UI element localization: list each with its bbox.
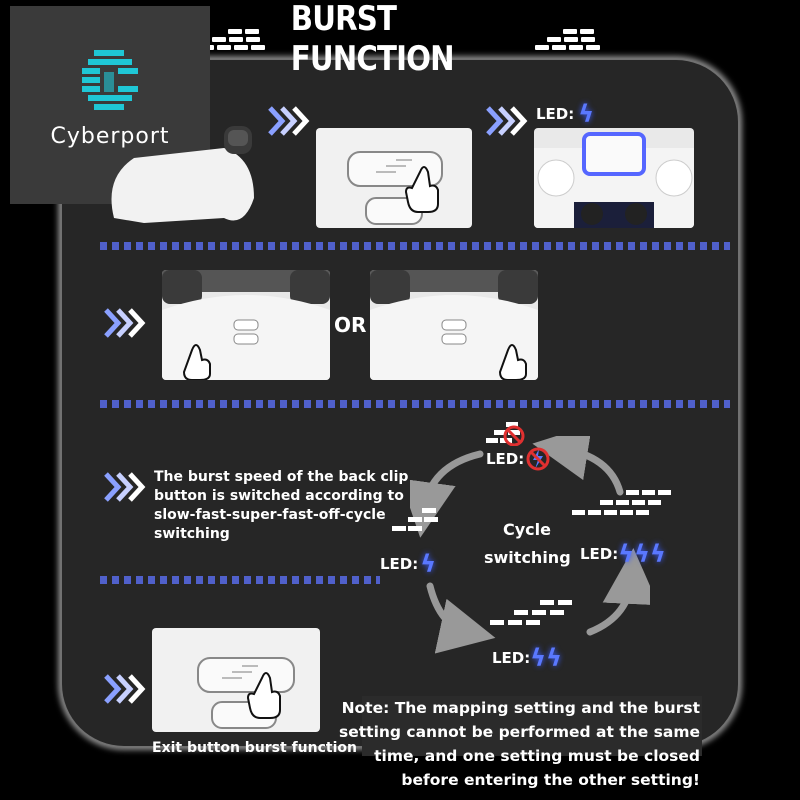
- back-left-card: [162, 270, 330, 380]
- step1-led: LED: ϟ: [536, 100, 594, 128]
- page-title: BURST FUNCTION: [290, 0, 455, 79]
- step-divider: [100, 576, 380, 584]
- step1-arrow-icon: [268, 104, 312, 138]
- step-divider: [100, 400, 730, 408]
- step1-arrow2-icon: [486, 104, 530, 138]
- led-label: LED:: [380, 555, 419, 573]
- back-buttons-card: [316, 128, 472, 228]
- lightning-bolt-icon: ϟ: [634, 540, 650, 568]
- controller-back-image: [111, 126, 254, 223]
- led-label: LED:: [536, 105, 575, 123]
- exit-button-card: [152, 628, 320, 732]
- cycle-arrows: [410, 436, 650, 654]
- cyberport-c-logo-icon: [82, 50, 138, 110]
- note-text: Note: The mapping setting and the burst …: [339, 699, 700, 789]
- fast-dashes: [490, 600, 572, 625]
- led-label: LED:: [486, 450, 525, 468]
- exit-button-press-image: [197, 657, 295, 729]
- step4-arrow-icon: [104, 672, 148, 706]
- led-label: LED:: [492, 649, 531, 667]
- led-fast: LED: ϟ ϟ: [492, 644, 562, 672]
- step2-arrow-icon: [104, 306, 148, 340]
- step-divider: [100, 242, 730, 250]
- led-super-fast: LED: ϟ ϟ ϟ: [580, 540, 666, 568]
- lightning-bolt-icon: ϟ: [649, 540, 666, 568]
- controller-front-card: [534, 128, 694, 228]
- or-label: OR: [334, 313, 367, 337]
- title-bar: BURST FUNCTION: [200, 0, 600, 79]
- led-slow: LED: ϟ: [380, 550, 436, 578]
- lightning-bolt-icon: ϟ: [546, 644, 562, 672]
- exit-caption: Exit button burst function: [152, 740, 357, 756]
- controller-front-image: [534, 132, 694, 228]
- back-button-press-image: [347, 151, 443, 225]
- brand-name: Cyberport: [50, 124, 170, 149]
- lightning-bolt-icon: ϟ: [578, 100, 595, 128]
- super-fast-dashes: [572, 490, 671, 515]
- lightning-bolt-icon: ϟ: [420, 550, 437, 578]
- lightning-bolt-icon: ϟ: [618, 540, 635, 568]
- back-left-press-image: [162, 270, 330, 380]
- off-dashes: [486, 422, 525, 447]
- led-label: LED:: [580, 545, 619, 563]
- led-off-group: [486, 422, 546, 450]
- back-right-card: [370, 270, 538, 380]
- lightning-bolt-icon: ϟ: [530, 644, 547, 672]
- burst-speed-description: The burst speed of the back clip button …: [154, 469, 409, 542]
- back-right-press-image: [370, 270, 538, 380]
- title-dashes-right: [535, 28, 600, 50]
- slow-dashes: [392, 508, 438, 531]
- step3-arrow-icon: [104, 470, 148, 504]
- led-off: LED:: [486, 447, 550, 471]
- cycle-switching-label: Cycle switching: [484, 520, 571, 567]
- led-off-icon: [526, 447, 550, 471]
- note-background: [362, 696, 702, 756]
